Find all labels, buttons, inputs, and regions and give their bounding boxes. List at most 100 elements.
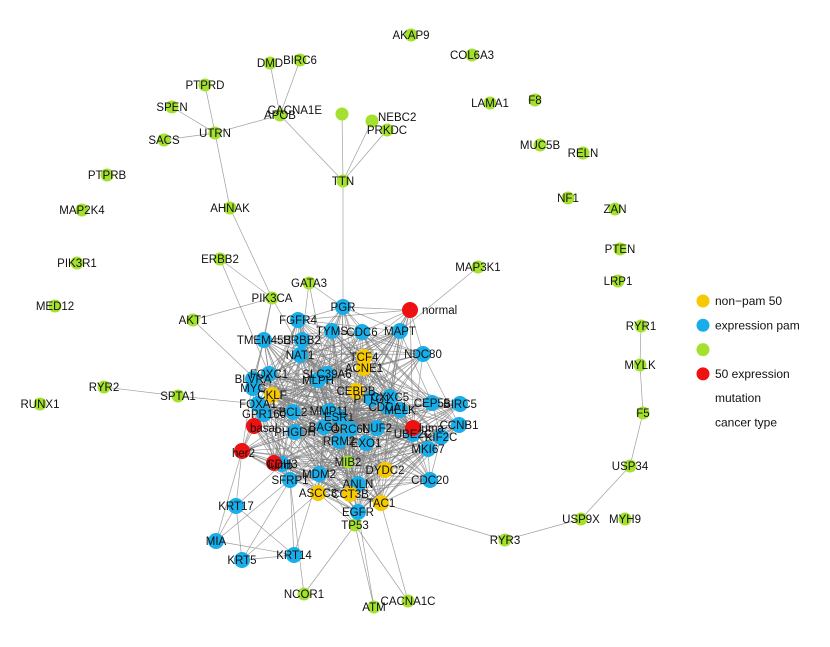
node-mdm2[interactable] bbox=[311, 466, 327, 482]
node-mki67[interactable] bbox=[420, 441, 436, 457]
node-myc[interactable] bbox=[245, 380, 261, 396]
node-gpr160[interactable] bbox=[256, 406, 272, 422]
node-prkdc[interactable] bbox=[380, 123, 394, 137]
node-nuf2[interactable] bbox=[369, 420, 385, 436]
node-usp9x[interactable] bbox=[574, 512, 588, 526]
node-mib2[interactable] bbox=[341, 455, 355, 469]
node-lumb[interactable] bbox=[266, 455, 282, 471]
node-med12[interactable] bbox=[48, 299, 62, 313]
node-sacs[interactable] bbox=[157, 133, 171, 147]
node-kif2c[interactable] bbox=[433, 429, 449, 445]
node-sfrp1[interactable] bbox=[282, 472, 298, 488]
node-cacna1c[interactable] bbox=[401, 594, 415, 608]
node-mlph[interactable] bbox=[310, 372, 326, 388]
node-egfr[interactable] bbox=[350, 504, 366, 520]
node-map3k1[interactable] bbox=[471, 260, 485, 274]
node-dydc2[interactable] bbox=[377, 462, 393, 478]
node-exo1[interactable] bbox=[358, 435, 374, 451]
node-apob[interactable] bbox=[273, 108, 287, 122]
node-normal[interactable] bbox=[402, 302, 418, 318]
node-her2[interactable] bbox=[234, 443, 250, 459]
node-spta1[interactable] bbox=[171, 389, 185, 403]
node-reln[interactable] bbox=[576, 146, 590, 160]
node-pik3ca[interactable] bbox=[265, 291, 279, 305]
node-orc6l[interactable] bbox=[342, 421, 358, 437]
node-foxc1[interactable] bbox=[261, 366, 277, 382]
node-nat1[interactable] bbox=[292, 347, 308, 363]
node-ptprb[interactable] bbox=[100, 168, 114, 182]
node-cebpb[interactable] bbox=[348, 383, 364, 399]
node-muc5b[interactable] bbox=[533, 138, 547, 152]
node-akt1[interactable] bbox=[186, 313, 200, 327]
node-cct3b[interactable] bbox=[342, 486, 358, 502]
node-spen[interactable] bbox=[165, 100, 179, 114]
node-col6a3[interactable] bbox=[465, 48, 479, 62]
node-birc6[interactable] bbox=[293, 53, 307, 67]
node-cep55[interactable] bbox=[424, 395, 440, 411]
node-pgr[interactable] bbox=[335, 299, 351, 315]
node-tac1[interactable] bbox=[373, 495, 389, 511]
node-tmem45b[interactable] bbox=[256, 332, 272, 348]
node-bcl2[interactable] bbox=[285, 404, 301, 420]
node-usp34[interactable] bbox=[623, 459, 637, 473]
node-pten[interactable] bbox=[613, 242, 627, 256]
node-tp53[interactable] bbox=[348, 518, 362, 532]
node-dmd[interactable] bbox=[263, 56, 277, 70]
node-mia[interactable] bbox=[208, 533, 224, 549]
node-mapt[interactable] bbox=[392, 323, 408, 339]
edge-CDC6-NDC80 bbox=[361, 331, 424, 355]
node-krt14[interactable] bbox=[286, 547, 302, 563]
node-f8[interactable] bbox=[528, 93, 542, 107]
node-lama1[interactable] bbox=[483, 96, 497, 110]
node-cxxc5[interactable] bbox=[382, 389, 398, 405]
node-cdc6[interactable] bbox=[354, 324, 370, 340]
node-birc5[interactable] bbox=[452, 396, 468, 412]
node-rrm2[interactable] bbox=[331, 433, 347, 449]
node-pik3r1[interactable] bbox=[70, 256, 84, 270]
node-akap9[interactable] bbox=[404, 28, 418, 42]
node-gata3[interactable] bbox=[302, 276, 316, 290]
node-krt5[interactable] bbox=[234, 552, 250, 568]
node-melk[interactable] bbox=[392, 402, 408, 418]
node-erbb2[interactable] bbox=[213, 252, 227, 266]
node-nf1[interactable] bbox=[561, 191, 575, 205]
node-ryr1[interactable] bbox=[634, 319, 648, 333]
node-atm[interactable] bbox=[367, 600, 381, 614]
node-acne1[interactable] bbox=[356, 360, 372, 376]
node-mylk[interactable] bbox=[633, 358, 647, 372]
node-f5[interactable] bbox=[636, 406, 650, 420]
node-label-akt1: AKT1 bbox=[179, 315, 208, 327]
node-cdc20[interactable] bbox=[422, 472, 438, 488]
node-ptprd[interactable] bbox=[198, 78, 212, 92]
node-fgfr4[interactable] bbox=[290, 312, 306, 328]
edge-MIA-SFRP1 bbox=[215, 479, 291, 542]
node-ttn[interactable] bbox=[336, 174, 350, 188]
node-utrn[interactable] bbox=[208, 126, 222, 140]
node-zan[interactable] bbox=[608, 202, 622, 216]
node-ryr3[interactable] bbox=[498, 533, 512, 547]
edge-MYLK-F5 bbox=[639, 364, 644, 414]
node-phgdh[interactable] bbox=[287, 424, 303, 440]
node-ascc3[interactable] bbox=[310, 485, 326, 501]
node-ahnak[interactable] bbox=[223, 201, 237, 215]
node-luma[interactable] bbox=[405, 420, 421, 436]
node-map2k4[interactable] bbox=[75, 203, 89, 217]
node-ncor1[interactable] bbox=[297, 587, 311, 601]
node-pttg1[interactable] bbox=[364, 391, 380, 407]
node-ndc80[interactable] bbox=[415, 346, 431, 362]
node-runx1[interactable] bbox=[33, 397, 47, 411]
node-esr1[interactable] bbox=[331, 409, 347, 425]
node-basal[interactable] bbox=[246, 418, 262, 434]
node-ccnb1[interactable] bbox=[451, 417, 467, 433]
node-nebc2[interactable] bbox=[365, 114, 379, 128]
node-erbb2b[interactable] bbox=[294, 332, 310, 348]
node-cacna1e[interactable] bbox=[335, 107, 349, 121]
node-tcf4[interactable] bbox=[356, 349, 372, 365]
node-ryr2[interactable] bbox=[97, 380, 111, 394]
node-krt17[interactable] bbox=[228, 498, 244, 514]
node-tyms[interactable] bbox=[324, 323, 340, 339]
node-cklf[interactable] bbox=[264, 387, 280, 403]
node-lrp1[interactable] bbox=[611, 274, 625, 288]
node-bag1[interactable] bbox=[316, 419, 332, 435]
node-myh9[interactable] bbox=[618, 512, 632, 526]
